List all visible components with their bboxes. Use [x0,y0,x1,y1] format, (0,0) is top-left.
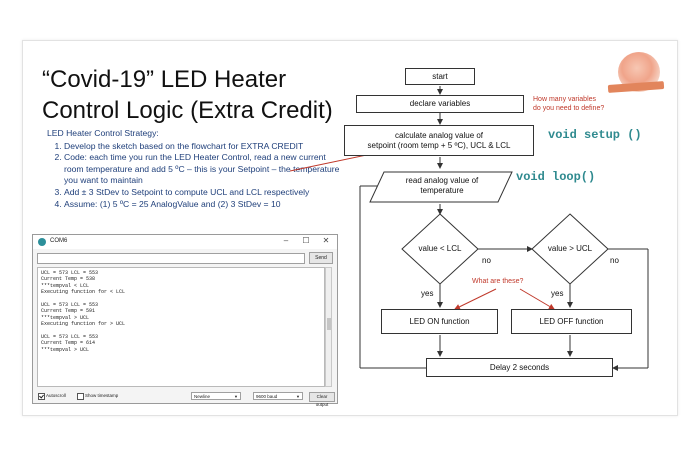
autoscroll-label: Autoscroll [46,393,66,398]
timestamp-checkbox[interactable] [77,393,84,400]
note-define-line-1: How many variables [533,96,597,103]
led-on-function-box: LED ON function [381,309,498,334]
output-scrollbar[interactable] [325,267,332,387]
clear-output-button[interactable]: Clear output [309,392,335,407]
chevron-down-icon: ▼ [296,394,300,399]
serial-line: ***tempval < LCL [41,282,90,289]
timestamp-label: Show timestamp [85,393,119,398]
serial-line: Current Temp = 591 [41,308,96,315]
arduino-icon [38,238,46,246]
yes-label-2: yes [551,289,564,298]
declare-variables-box: declare variables [356,95,524,113]
line-ending-select[interactable]: Newline ▼ [191,392,241,400]
decision-ucl-label: value > UCL [547,244,593,253]
baud-value: 9600 baud [256,394,278,399]
title-line-1: “Covid-19” LED Heater [42,66,287,93]
what-are-these-note: What are these? [472,278,524,285]
void-loop-label: void loop() [516,170,596,184]
autoscroll-checkbox[interactable] [38,393,45,400]
close-button[interactable]: ✕ [322,236,330,245]
serial-line: UCL = 573 LCL = 553 [41,334,99,341]
slide-title: “Covid-19” LED Heater Control Logic (Ext… [42,64,333,126]
serial-line: Current Temp = 538 [41,276,96,283]
read-temperature-parallelogram [369,171,513,203]
strategy-text: LED Heater Control Strategy: Develop the… [47,128,347,210]
strategy-heading: LED Heater Control Strategy: [47,128,159,138]
start-box: start [405,68,475,85]
strategy-item-3: Add ± 3 StDev to Setpoint to compute UCL… [64,187,347,199]
maximize-button[interactable]: ☐ [302,236,310,245]
read-line-2: temperature [420,186,464,195]
serial-line: UCL = 573 LCL = 553 [41,270,99,276]
define-variables-note: How many variables do you need to define… [533,95,604,113]
minimize-button[interactable]: – [283,236,289,245]
send-button[interactable]: Send [309,252,333,264]
strategy-item-1: Develop the sketch based on the flowchar… [64,141,347,153]
serial-line: Current Temp = 614 [41,340,96,347]
decision-diamond-lcl [401,213,479,285]
read-temperature-label: read analog value of temperature [378,176,506,196]
line-ending-value: Newline [194,394,211,399]
void-setup-label: void setup () [548,128,642,142]
window-title: COM6 [50,238,68,244]
strategy-item-2: Code: each time you run the LED Heater C… [64,152,347,187]
window-titlebar[interactable]: COM6 – ☐ ✕ [33,235,337,249]
decision-diamond-ucl [531,213,609,285]
strategy-list: Develop the sketch based on the flowchar… [47,141,347,211]
chevron-down-icon: ▼ [234,394,238,399]
serial-line: Executing function for < LCL [41,289,126,296]
serial-bottom-bar: Autoscroll Show timestamp Newline ▼ 9600… [33,391,337,407]
calculate-setpoint-box: calculate analog value of setpoint (room… [344,125,534,156]
calc-line-1: calculate analog value of [394,130,484,140]
no-label-2: no [610,256,619,265]
scrollbar-thumb[interactable] [327,318,331,330]
serial-line: Executing function for > UCL [41,321,126,328]
no-label-1: no [482,256,491,265]
serial-line: ***tempval > UCL [41,314,90,321]
strategy-item-4: Assume: (1) 5 ºC = 25 AnalogValue and (2… [64,199,347,211]
led-off-function-box: LED OFF function [511,309,632,334]
serial-line: ***tempval > UCL [41,346,90,353]
read-line-1: read analog value of [405,176,479,185]
delay-box: Delay 2 seconds [426,358,613,377]
serial-line: UCL = 573 LCL = 553 [41,302,99,309]
title-line-2: Control Logic (Extra Credit) [42,97,333,124]
decision-lcl-label: value < LCL [418,244,462,253]
note-define-line-2: do you need to define? [533,105,605,112]
baud-select[interactable]: 9600 baud ▼ [253,392,303,400]
yes-label-1: yes [421,289,434,298]
calc-line-2: setpoint (room temp + 5 ºC), UCL & LCL [367,140,511,150]
send-input[interactable] [37,253,305,264]
